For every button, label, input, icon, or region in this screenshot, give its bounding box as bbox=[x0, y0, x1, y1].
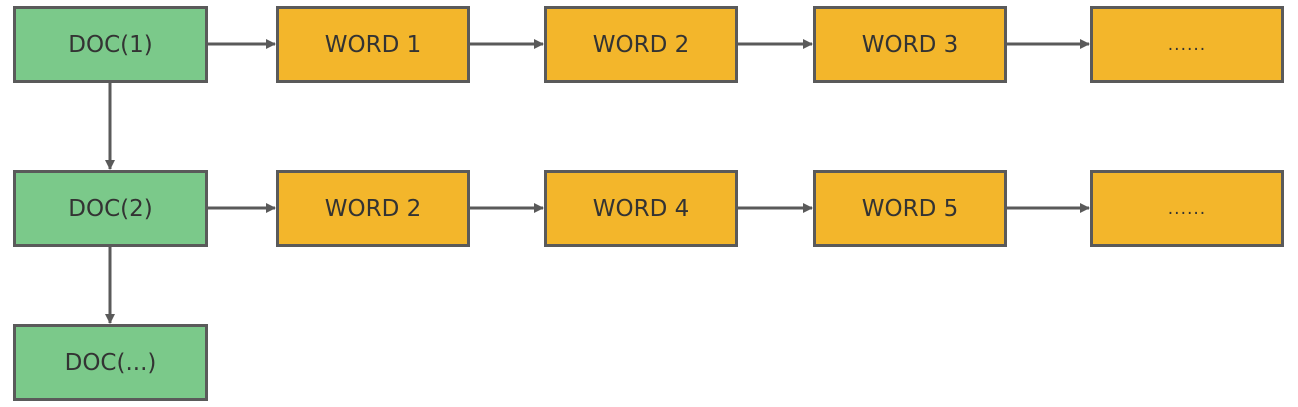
word-label: WORD 4 bbox=[592, 195, 690, 222]
word-label: WORD 1 bbox=[324, 31, 422, 58]
doc-label: DOC(...) bbox=[64, 349, 157, 376]
doc-label: DOC(2) bbox=[68, 195, 153, 222]
doc-node-1: DOC(1) bbox=[13, 6, 208, 83]
doc-node-3: DOC(...) bbox=[13, 324, 208, 401]
word-label: WORD 2 bbox=[592, 31, 690, 58]
ellipsis-label: ...... bbox=[1167, 198, 1207, 219]
doc-node-2: DOC(2) bbox=[13, 170, 208, 247]
word-label: WORD 5 bbox=[861, 195, 959, 222]
word-label: WORD 2 bbox=[324, 195, 422, 222]
word-node-r2-c1: WORD 2 bbox=[276, 170, 470, 247]
word-node-r1-c1: WORD 1 bbox=[276, 6, 470, 83]
doc-label: DOC(1) bbox=[68, 31, 153, 58]
word-node-r2-ellipsis: ...... bbox=[1090, 170, 1284, 247]
word-node-r1-ellipsis: ...... bbox=[1090, 6, 1284, 83]
word-node-r1-c3: WORD 3 bbox=[813, 6, 1007, 83]
ellipsis-label: ...... bbox=[1167, 34, 1207, 55]
word-node-r2-c3: WORD 5 bbox=[813, 170, 1007, 247]
word-node-r2-c2: WORD 4 bbox=[544, 170, 738, 247]
word-label: WORD 3 bbox=[861, 31, 959, 58]
word-node-r1-c2: WORD 2 bbox=[544, 6, 738, 83]
